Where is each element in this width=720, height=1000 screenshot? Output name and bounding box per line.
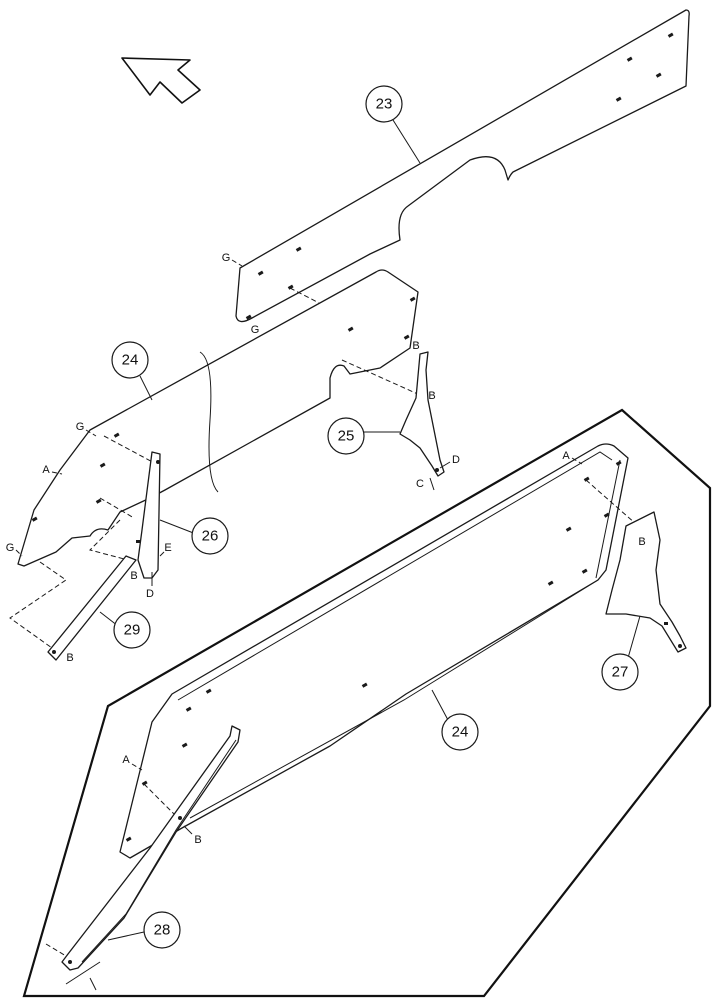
- callout-27-label: 27: [612, 664, 629, 681]
- label-d: D: [146, 588, 154, 600]
- label-tick: [429, 477, 435, 491]
- label-g: G: [76, 421, 85, 433]
- callout-25: 25: [327, 417, 365, 455]
- guide-line: [99, 497, 135, 519]
- leader-24-upper: [139, 375, 153, 401]
- label-tick: [183, 825, 193, 835]
- label-g: G: [222, 252, 231, 264]
- part-23-panel: [235, 9, 690, 323]
- guide-line: [289, 287, 324, 306]
- label-d: D: [452, 454, 460, 466]
- callout-26-label: 26: [202, 528, 219, 545]
- label-b: B: [638, 536, 645, 548]
- leader-24-lower: [431, 689, 449, 721]
- part-24-upper-panel: [17, 269, 419, 567]
- part-26-bracket: [136, 451, 161, 579]
- callout-24-lower: 24: [441, 713, 479, 751]
- leader-26: [159, 519, 197, 535]
- label-a: A: [562, 450, 570, 462]
- callout-23-label: 23: [376, 96, 393, 113]
- callout-26: 26: [191, 517, 229, 555]
- label-c: C: [416, 478, 424, 490]
- leader-23: [392, 119, 421, 164]
- label-a: A: [42, 464, 50, 476]
- part-29-strap: [47, 555, 137, 661]
- callout-25-label: 25: [338, 428, 355, 445]
- direction-arrow-icon: [121, 57, 201, 104]
- guide-line: [571, 457, 583, 465]
- label-tick: [89, 977, 97, 991]
- guide-line: [15, 549, 23, 557]
- label-b: B: [194, 834, 201, 846]
- callout-24-upper-label: 24: [122, 352, 139, 369]
- part-28-strut: [61, 725, 241, 971]
- guide-line: [85, 429, 97, 437]
- label-tick: [65, 961, 101, 985]
- label-b: B: [412, 340, 419, 352]
- label-g: G: [6, 542, 15, 554]
- part-27-bracket: [605, 511, 687, 653]
- leader-27: [627, 615, 641, 659]
- guide-line: [9, 561, 67, 649]
- label-g: G: [251, 324, 260, 336]
- label-a: A: [122, 754, 130, 766]
- guide-line: [45, 943, 67, 957]
- label-b: B: [130, 570, 137, 582]
- guide-line: [341, 359, 421, 396]
- label-b: B: [66, 652, 73, 664]
- callout-27: 27: [601, 653, 639, 691]
- guide-line: [89, 519, 129, 561]
- callout-23: 23: [365, 85, 403, 123]
- callout-24-upper: 24: [111, 341, 149, 379]
- label-tick: [439, 461, 451, 469]
- guide-line: [585, 479, 637, 525]
- callout-28-label: 28: [154, 922, 171, 939]
- guide-line: [143, 783, 179, 819]
- callout-29-label: 29: [124, 622, 141, 639]
- callout-28: 28: [143, 911, 181, 949]
- callout-29: 29: [113, 611, 151, 649]
- detail-frame: [22, 408, 712, 998]
- leader-28: [107, 931, 145, 941]
- part-25-bracket: [399, 351, 445, 477]
- label-b: B: [428, 390, 435, 402]
- bracket-mark: [199, 351, 219, 493]
- guide-line: [231, 259, 243, 267]
- guide-line: [131, 763, 143, 771]
- callout-24-lower-label: 24: [452, 724, 469, 741]
- label-tick: [159, 551, 165, 557]
- guide-line: [51, 471, 63, 475]
- label-e: E: [164, 542, 171, 554]
